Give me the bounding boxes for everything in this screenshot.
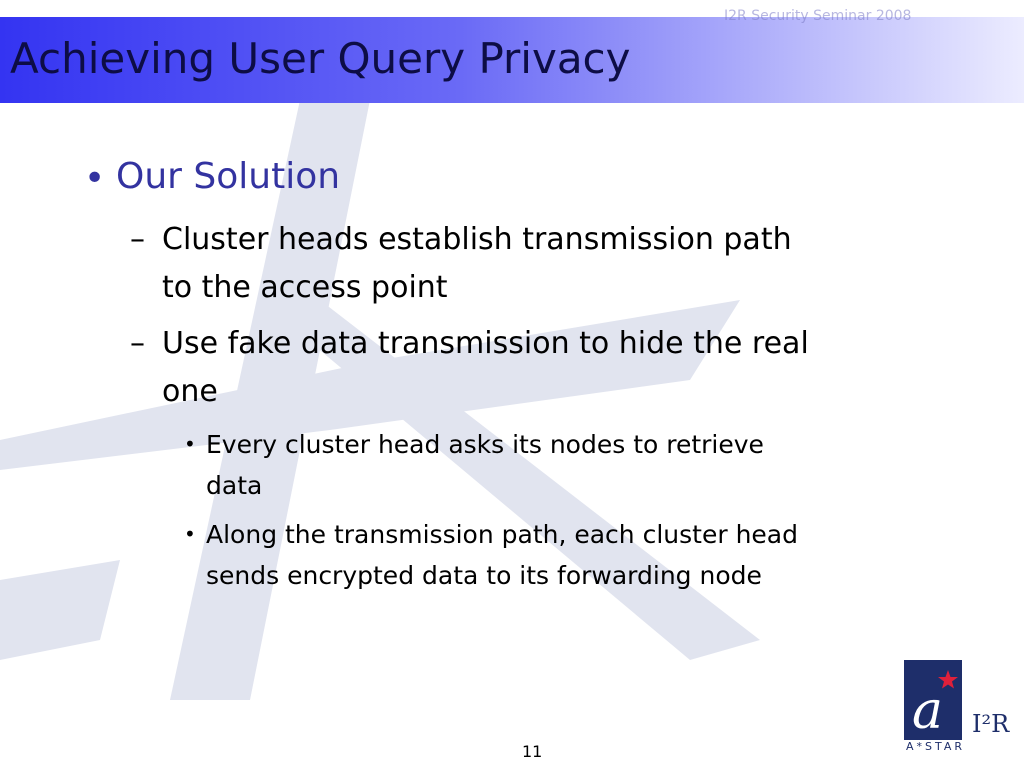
sub-bullet-line: Cluster heads establish transmission pat… [162, 222, 792, 257]
sub-bullet-line: Use fake data transmission to hide the r… [162, 326, 809, 361]
sub-bullet-line: to the access point [162, 270, 448, 305]
nested-bullet-line: data [206, 471, 263, 500]
svg-text:a: a [912, 681, 943, 740]
slide-title: Achieving User Query Privacy [10, 34, 631, 83]
nested-bullet-line: sends encrypted data to its forwarding n… [206, 561, 762, 590]
logo-brand: I²R [972, 710, 1010, 738]
nested-bullet-line: Every cluster head asks its nodes to ret… [206, 430, 764, 459]
page-number: 11 [522, 742, 543, 761]
dash-icon: – [130, 222, 145, 257]
title-bar [0, 17, 1024, 103]
astar-i2r-logo: a I²R A*STAR [904, 660, 1018, 760]
bullet-icon: • [184, 522, 196, 546]
dash-icon: – [130, 326, 145, 361]
astar-mark-icon: a [912, 670, 958, 741]
logo-box: a [904, 660, 962, 741]
header-text: I2R Security Seminar 2008 [724, 8, 912, 24]
bullet-icon: • [184, 432, 196, 456]
sub-bullet-line: one [162, 374, 218, 409]
bullet-icon: • [84, 158, 106, 199]
bullet-heading: Our Solution [116, 156, 341, 197]
logo-subtitle: A*STAR [906, 740, 966, 753]
nested-bullet-line: Along the transmission path, each cluste… [206, 520, 798, 549]
